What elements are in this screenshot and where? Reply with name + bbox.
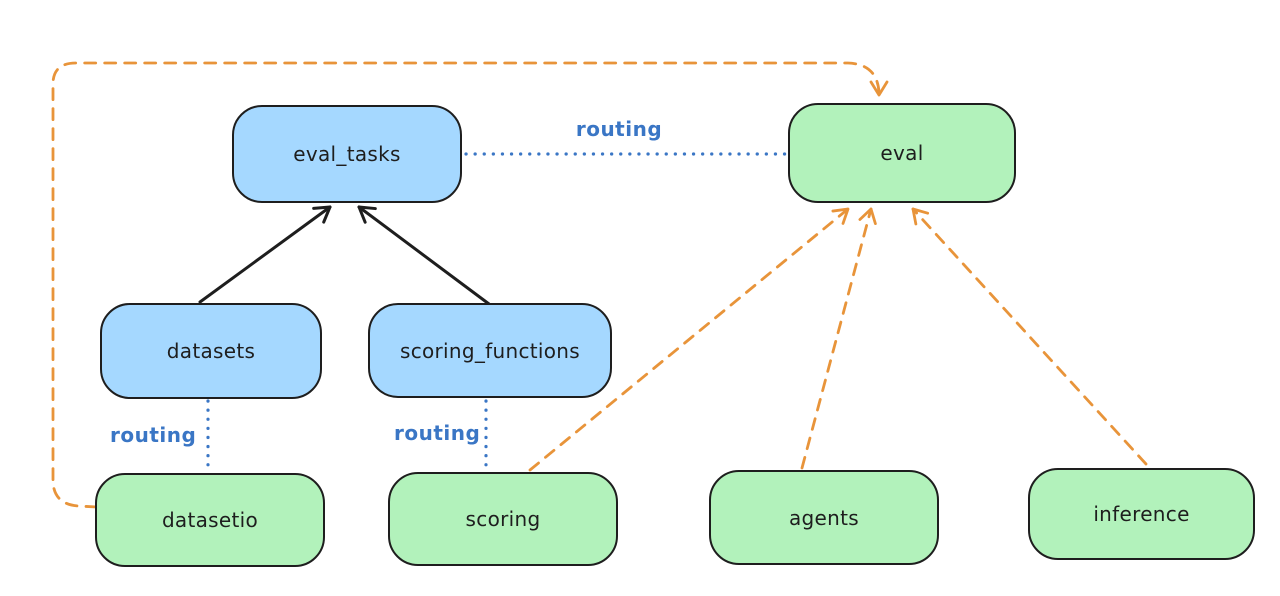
node-eval-label: eval [880, 141, 924, 165]
node-agents: agents [709, 470, 939, 565]
node-eval_tasks: eval_tasks [232, 105, 462, 203]
node-inference-label: inference [1093, 502, 1190, 526]
node-datasetio-label: datasetio [161, 508, 259, 532]
node-scoring_functions-label: scoring_functions [399, 338, 581, 363]
node-eval_tasks-label: eval_tasks [293, 142, 401, 166]
node-scoring-label: scoring [465, 507, 541, 531]
edge-agents-to-eval [800, 207, 877, 470]
edge-label-routing-eval_tasks-eval: routing [575, 117, 663, 141]
node-eval: eval [788, 103, 1016, 203]
node-datasets: datasets [100, 303, 322, 399]
node-datasetio: datasetio [95, 473, 325, 567]
edge-datasets-to-eval_tasks [198, 205, 332, 304]
node-agents-label: agents [789, 505, 859, 530]
node-inference: inference [1028, 468, 1255, 560]
edge-scoring-to-eval [528, 207, 850, 472]
node-datasets-label: datasets [166, 339, 256, 363]
edge-inference-to-eval [911, 207, 1148, 466]
edge-label-routing-datasets-datasetio: routing [110, 423, 197, 447]
edge-label-routing-scoring_functions-scoring: routing [394, 421, 481, 445]
node-scoring: scoring [388, 472, 618, 566]
edge-datasetio-to-eval [51, 61, 889, 509]
edge-scoring_functions-to-eval_tasks [357, 205, 491, 306]
node-scoring_functions: scoring_functions [368, 303, 612, 398]
